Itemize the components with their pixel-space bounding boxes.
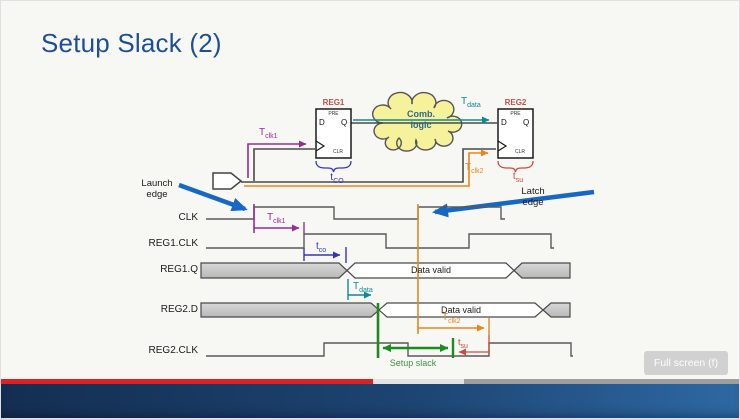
reg1-box	[315, 108, 352, 159]
diagram-graphics	[178, 91, 595, 358]
signal-label-reg2clk: REG2.CLK	[148, 345, 198, 356]
reg2d-bus	[200, 302, 571, 318]
waveform-lines	[206, 206, 573, 357]
reg2-clr-pin: CLR	[514, 149, 525, 155]
launch-edge-label: Launch edge	[141, 178, 173, 200]
reg1-label: REG1	[322, 98, 345, 107]
reg1-q-pin: Q	[341, 118, 348, 127]
tclk1-waveform-label: Tclk1	[267, 212, 286, 225]
waveform-reg2clk	[206, 342, 573, 357]
signal-label-clk: CLK	[178, 212, 198, 223]
player-control-bar: Programmable Solutions Group 7:56 / 15:4…	[1, 384, 739, 418]
launch-edge-arrow	[178, 182, 248, 212]
signal-label-reg1clk: REG1.CLK	[148, 238, 198, 249]
progress-bar[interactable]	[1, 379, 739, 384]
reg1-pre-pin: PRE	[328, 111, 339, 117]
reg1q-bus	[200, 262, 571, 279]
progress-played	[1, 379, 374, 384]
reg2-q-pin: Q	[523, 118, 530, 127]
signal-label-reg1q: REG1.Q	[160, 264, 198, 275]
reg1-d-pin: D	[319, 118, 325, 127]
cloud-text-line2: logic	[410, 120, 432, 130]
latch-edge-label: Latch edge	[521, 186, 545, 208]
reg2d-data-valid: Data valid	[440, 305, 482, 315]
tco-brace	[315, 160, 352, 173]
tclk1-path-highlight	[247, 140, 307, 178]
slide-title: Setup Slack (2)	[41, 28, 222, 58]
clock-buffer	[212, 172, 243, 190]
fullscreen-tooltip: Full screen (f)	[644, 351, 728, 375]
tclk2-waveform-label: Tclk2	[442, 312, 461, 325]
tclk2-path-highlight	[244, 149, 489, 187]
tco-waveform-label: tco	[316, 241, 327, 254]
comb-logic-cloud	[372, 91, 463, 152]
signal-label-reg2d: REG2.D	[160, 304, 198, 315]
reg2-pre-pin: PRE	[510, 111, 521, 117]
tdata-waveform-label: Tdata	[353, 281, 373, 294]
tclk1-circuit-label: Tclk1	[259, 127, 278, 140]
tsu-brace	[497, 160, 534, 173]
reg2-d-pin: D	[501, 118, 507, 127]
tsu-circuit-label: tsu	[512, 171, 524, 184]
slide: Setup Slack (2)	[1, 1, 739, 379]
cloud-text-line1: Comb.	[407, 109, 435, 119]
reg1q-data-valid: Data valid	[410, 265, 452, 275]
latch-edge-arrow	[432, 189, 595, 218]
waveform-reg1clk	[206, 233, 554, 249]
tdata-circuit-label: Tdata	[461, 96, 481, 109]
setup-slack-label: Setup slack	[389, 358, 437, 368]
tco-circuit-label: tCO	[330, 171, 344, 186]
reg2-box	[497, 108, 534, 159]
reg2-label: REG2	[504, 98, 527, 107]
tclk2-circuit-label: Tclk2	[465, 162, 484, 175]
clock-network-wires	[241, 122, 497, 183]
tsu-waveform-label: tsu	[458, 337, 468, 350]
progress-buffered	[373, 379, 465, 384]
reg1-clr-pin: CLR	[332, 149, 343, 155]
